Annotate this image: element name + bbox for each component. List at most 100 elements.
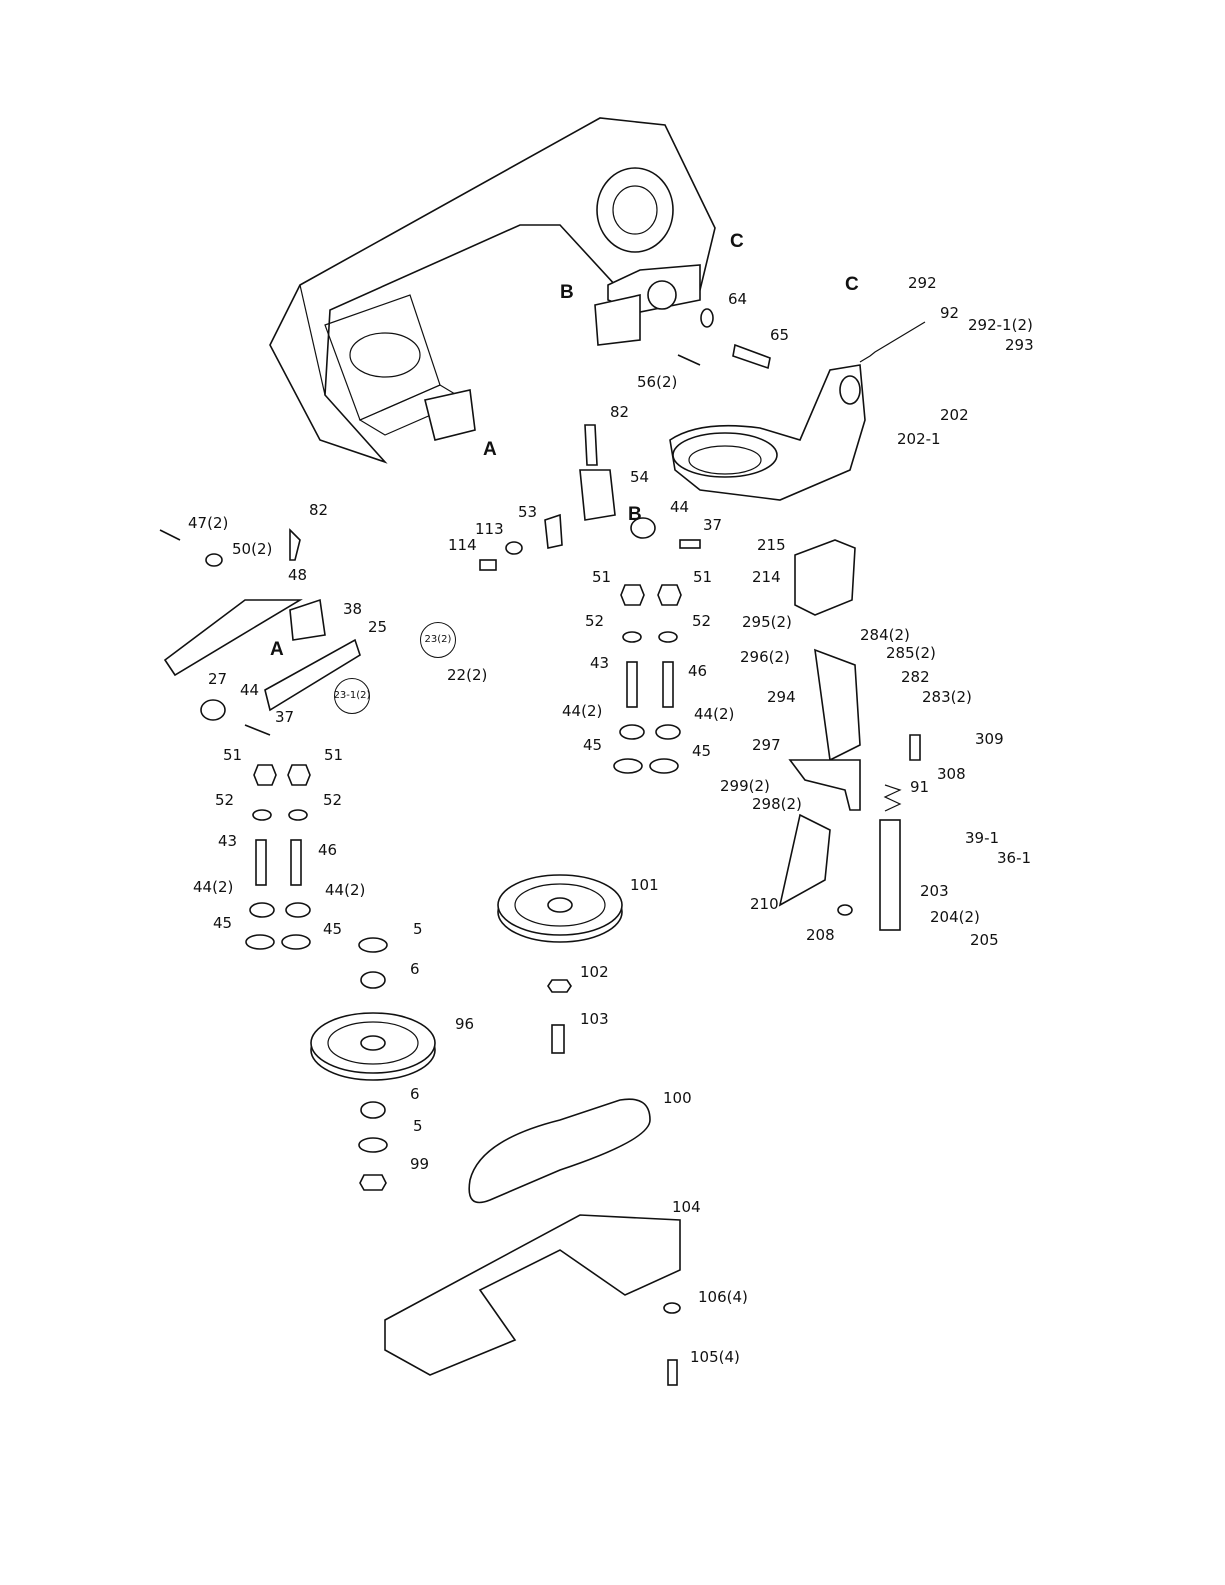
callout-292: 292 (908, 274, 937, 292)
callout-82-left: 82 (309, 501, 329, 519)
callout-101: 101 (630, 876, 659, 894)
callout-54: 54 (630, 468, 650, 486)
callout-215: 215 (757, 536, 786, 554)
callout-53: 53 (518, 503, 538, 521)
callout-23-1: 23-1(2) (334, 678, 370, 714)
bolt-105 (667, 1359, 678, 1386)
callout-82-center: 82 (610, 403, 630, 421)
callout-45-d: 45 (323, 920, 343, 938)
callout-39-1: 39-1 (965, 829, 1000, 847)
callout-51-b: 51 (324, 746, 344, 764)
callout-102: 102 (580, 963, 609, 981)
callout-105: 105(4) (690, 1348, 740, 1366)
callout-308: 308 (937, 765, 966, 783)
callout-113: 113 (475, 520, 504, 538)
callout-46-b: 46 (318, 841, 338, 859)
callout-44-center: 44 (670, 498, 690, 516)
pulleys (310, 874, 623, 1191)
callout-45-c: 45 (213, 914, 233, 932)
callout-25: 25 (368, 618, 388, 636)
callout-52-d: 52 (692, 612, 712, 630)
callout-50: 50(2) (232, 540, 273, 558)
callout-293: 293 (1005, 336, 1034, 354)
saw-bow-frame (269, 117, 716, 464)
callout-106: 106(4) (698, 1288, 748, 1306)
callout-27: 27 (208, 670, 228, 688)
callout-c-spring: C (845, 274, 859, 295)
callout-285: 285(2) (886, 644, 936, 662)
callout-96: 96 (455, 1015, 475, 1033)
callout-203: 203 (920, 882, 949, 900)
callout-6-b: 6 (410, 1085, 420, 1103)
callout-52-b: 52 (323, 791, 343, 809)
belt-guard (384, 1214, 681, 1376)
callout-114: 114 (448, 536, 477, 554)
callout-299: 299(2) (720, 777, 770, 795)
callout-298: 298(2) (752, 795, 802, 813)
callout-52-c: 52 (585, 612, 605, 630)
callout-104: 104 (672, 1198, 701, 1216)
callout-38: 38 (343, 600, 363, 618)
callout-309: 309 (975, 730, 1004, 748)
callout-99: 99 (410, 1155, 430, 1173)
callout-44-2-b: 44(2) (694, 705, 735, 723)
callout-51-d: 51 (693, 568, 713, 586)
callout-c-frame: C (730, 231, 744, 252)
callout-292-1: 292-1(2) (968, 316, 1033, 334)
callout-282: 282 (901, 668, 930, 686)
callout-51-c: 51 (592, 568, 612, 586)
callout-a-bracket: A (270, 639, 284, 660)
drive-belt (468, 1098, 651, 1204)
callout-23: 23(2) (420, 622, 456, 658)
callout-5-b: 5 (413, 1117, 423, 1135)
callout-b-block: B (628, 504, 642, 525)
spring (859, 321, 926, 363)
callout-92: 92 (940, 304, 960, 322)
callout-45-b: 45 (692, 742, 712, 760)
callout-48: 48 (288, 566, 308, 584)
callout-22: 22(2) (447, 666, 488, 684)
callout-37-center: 37 (703, 516, 723, 534)
callout-64: 64 (728, 290, 748, 308)
washer-106 (663, 1302, 681, 1314)
callout-205: 205 (970, 931, 999, 949)
callout-a-frame: A (483, 439, 497, 460)
callout-208: 208 (806, 926, 835, 944)
callout-47: 47(2) (188, 514, 229, 532)
callout-202-1: 202-1 (897, 430, 941, 448)
callout-202: 202 (940, 406, 969, 424)
callout-283: 283(2) (922, 688, 972, 706)
callout-295: 295(2) (742, 613, 792, 631)
callout-b-frame: B (560, 282, 574, 303)
callout-296: 296(2) (740, 648, 790, 666)
left-hardware (245, 764, 311, 950)
center-hardware (479, 308, 771, 774)
callout-44-2-c: 44(2) (193, 878, 234, 896)
callout-65: 65 (770, 326, 790, 344)
callout-44-2-a: 44(2) (562, 702, 603, 720)
callout-37-left: 37 (275, 708, 295, 726)
left-guide-parts (159, 528, 361, 736)
callout-284: 284(2) (860, 626, 910, 644)
callout-6-a: 6 (410, 960, 420, 978)
callout-5-a: 5 (413, 920, 423, 938)
callout-45-a: 45 (583, 736, 603, 754)
callout-210: 210 (750, 895, 779, 913)
callout-44-2-d: 44(2) (325, 881, 366, 899)
callout-43-a: 43 (590, 654, 610, 672)
callout-51-a: 51 (223, 746, 243, 764)
callout-44-left: 44 (240, 681, 260, 699)
callout-91: 91 (910, 778, 930, 796)
callout-100: 100 (663, 1089, 692, 1107)
callout-294: 294 (767, 688, 796, 706)
right-brackets (778, 539, 921, 931)
callout-103: 103 (580, 1010, 609, 1028)
callout-297: 297 (752, 736, 781, 754)
callout-214: 214 (752, 568, 781, 586)
callout-56: 56(2) (637, 373, 678, 391)
callout-46-a: 46 (688, 662, 708, 680)
callout-36-1: 36-1 (997, 849, 1032, 867)
callout-43-b: 43 (218, 832, 238, 850)
callout-204: 204(2) (930, 908, 980, 926)
